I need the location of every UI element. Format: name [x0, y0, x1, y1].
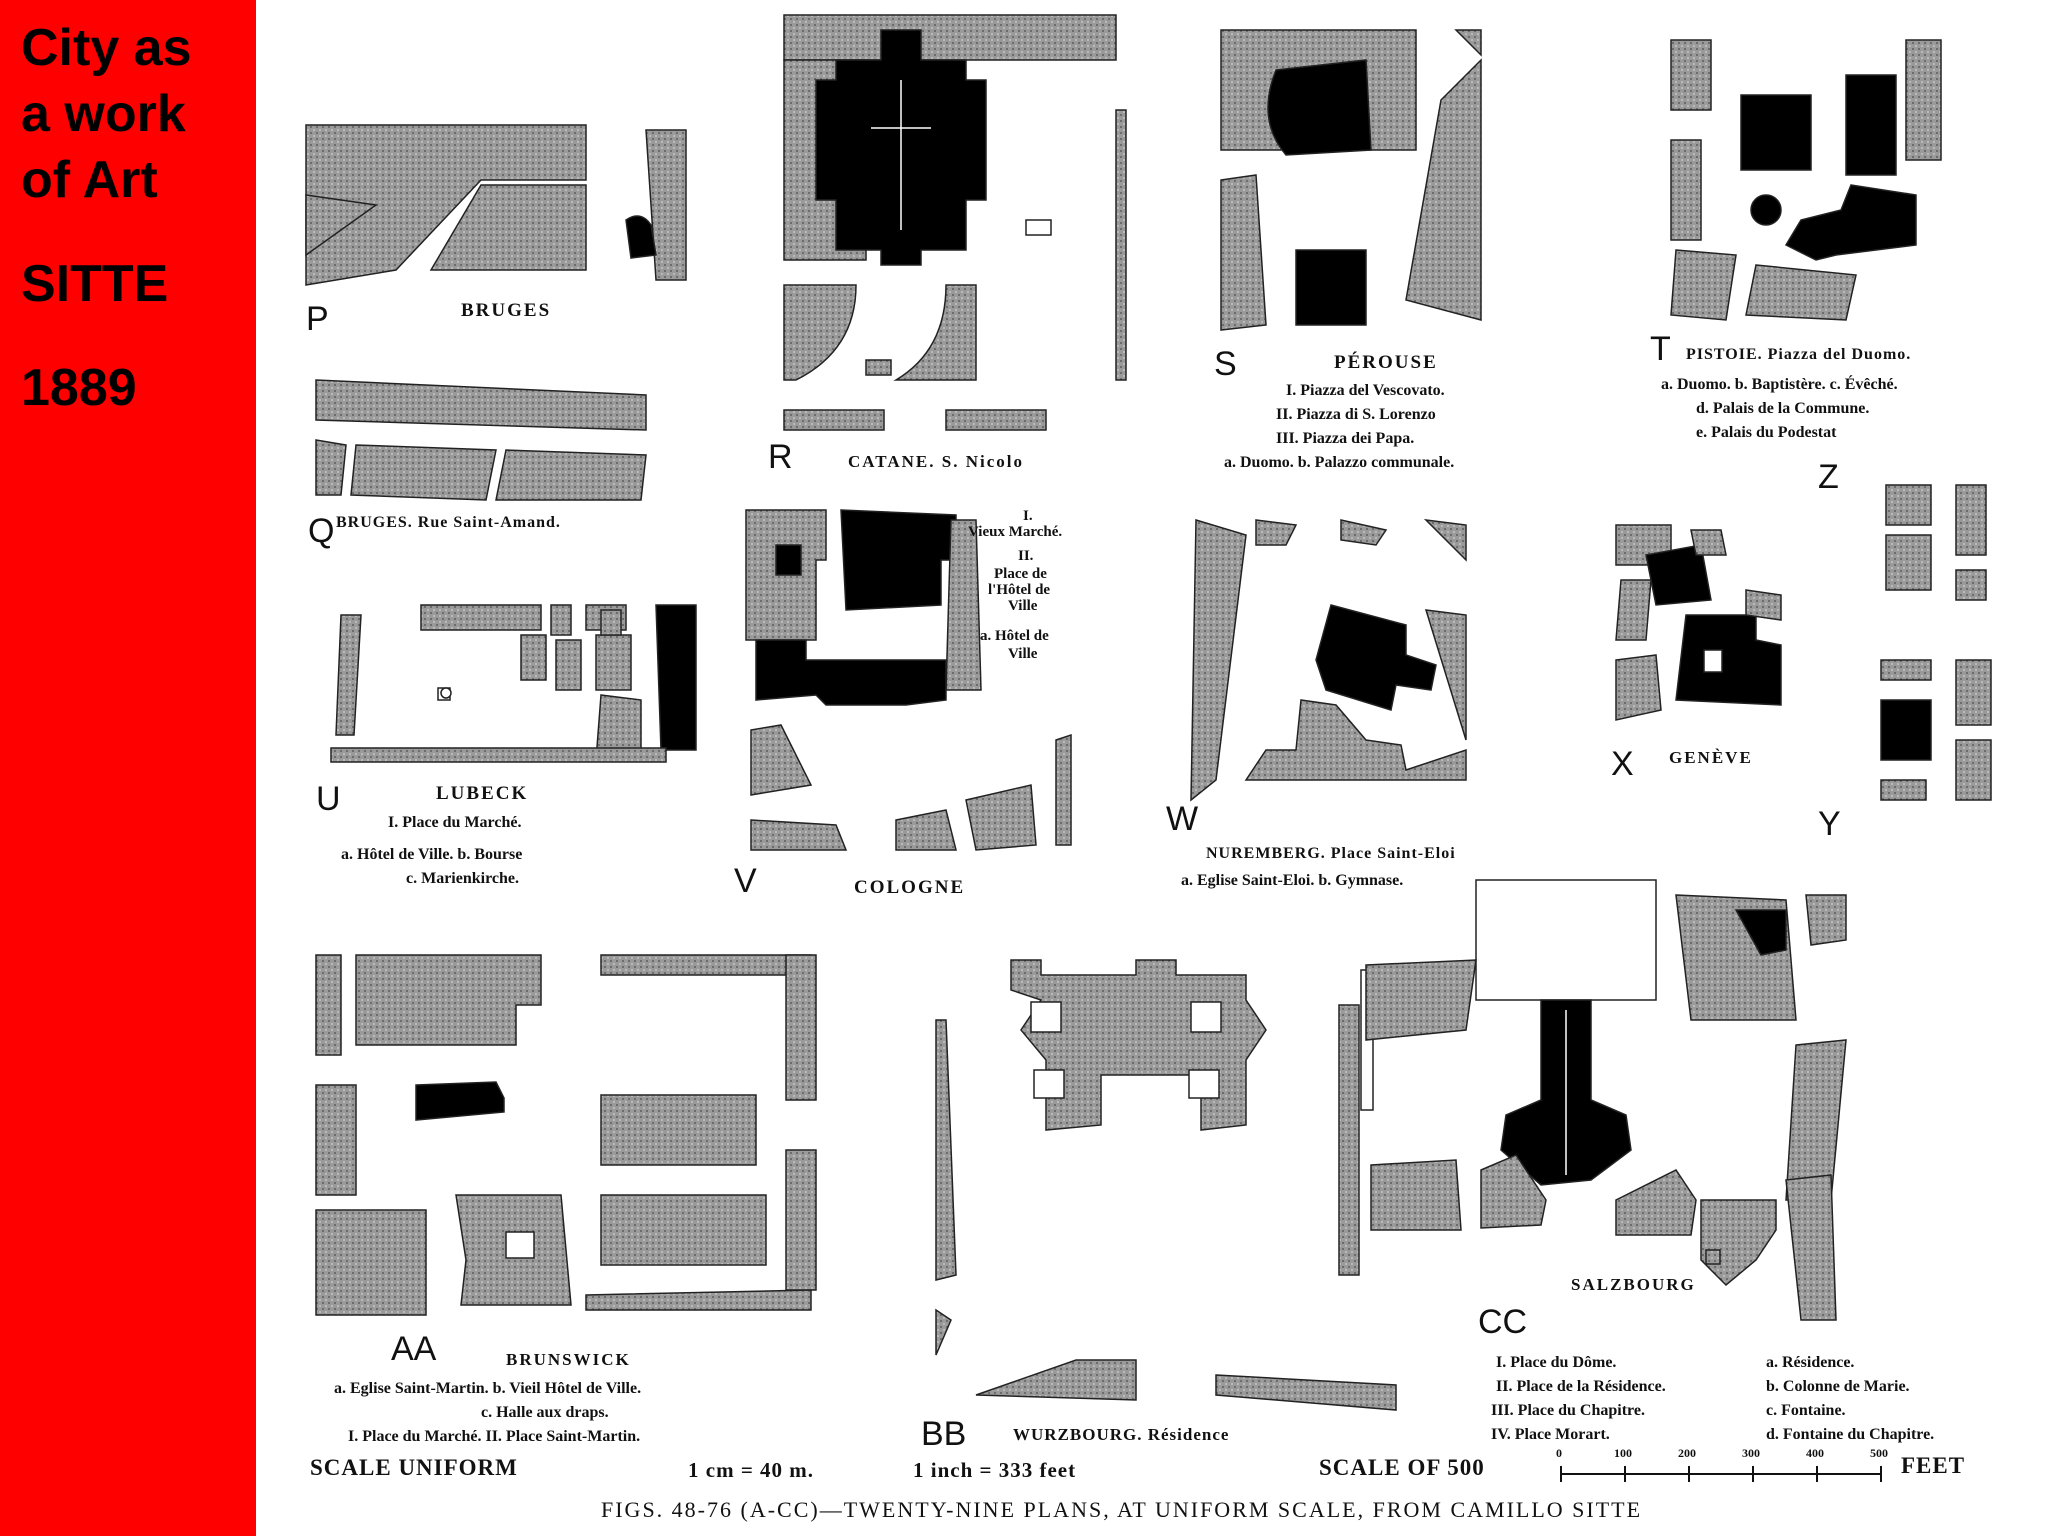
scale-uniform-label: SCALE UNIFORM: [310, 1455, 518, 1480]
plan-q-map: [315, 379, 647, 501]
plan-cc-legend-4: IV. Place Morart.: [1491, 1426, 1610, 1443]
plan-cc-legend-2: II. Place de la Résidence.: [1496, 1378, 1666, 1395]
plan-t-map: [1670, 39, 1942, 321]
plan-v-letter: V: [734, 862, 757, 900]
plan-t-legend-3: e. Palais du Podestat: [1696, 424, 1837, 441]
plan-v-legend-4: Place de: [994, 566, 1047, 582]
plan-u-legend-3: c. Marienkirche.: [406, 870, 520, 887]
plan-u-legend-1: I. Place du Marché.: [388, 814, 522, 831]
plan-u-letter: U: [316, 780, 341, 818]
plan-bb-map: [935, 959, 1397, 1411]
plan-cc-legend-7: c. Fontaine.: [1766, 1402, 1846, 1419]
scale-tick-400: 400: [1806, 1446, 1824, 1460]
author-label: SITTE: [21, 255, 169, 313]
plan-v-map: [745, 509, 1072, 851]
plan-x-letter: X: [1611, 745, 1634, 783]
plan-u-map: [330, 604, 697, 763]
scale-metric-label: 1 cm = 40 m.: [688, 1458, 815, 1482]
plan-s-legend-2: II. Piazza di S. Lorenzo: [1276, 406, 1436, 423]
scale-bar-label: SCALE OF 500: [1319, 1455, 1485, 1480]
title-line-1: City as: [21, 19, 192, 77]
year-label: 1889: [21, 359, 137, 417]
plan-q-name: BRUGES. Rue Saint-Amand.: [336, 514, 561, 531]
plan-v-legend-6: Ville: [1008, 598, 1038, 614]
plan-cc-legend-6: b. Colonne de Marie.: [1766, 1378, 1910, 1395]
plan-t-name: PISTOIE. Piazza del Duomo.: [1686, 346, 1912, 363]
plan-v-legend-3: II.: [1018, 548, 1034, 564]
figure-caption: FIGS. 48-76 (A-CC)—TWENTY-NINE PLANS, AT…: [601, 1497, 1643, 1522]
plan-aa-map: [315, 954, 817, 1316]
scale-tick-100: 100: [1614, 1446, 1632, 1460]
plan-v-legend-1: I.: [1023, 508, 1033, 524]
plans-drawing: [305, 14, 1992, 1482]
plan-r-letter: R: [768, 438, 793, 476]
plan-cc-letter: CC: [1478, 1303, 1528, 1341]
plan-y-map: [1880, 659, 1992, 801]
plans-plate: P Q R S T Z U V W X Y AA BB CC BRUGES BR…: [256, 0, 2048, 1536]
plan-cc-legend-8: d. Fontaine du Chapitre.: [1766, 1426, 1935, 1443]
scale-tick-500: 500: [1870, 1446, 1888, 1460]
plan-s-map: [1220, 29, 1482, 331]
plan-s-legend-1: I. Piazza del Vescovato.: [1286, 382, 1445, 399]
plan-u-name: LUBECK: [436, 783, 529, 804]
plan-t-letter: T: [1650, 330, 1671, 368]
plan-aa-legend-2: c. Halle aux draps.: [481, 1404, 609, 1421]
scale-bar: [1560, 1466, 1882, 1482]
plan-w-legend-1: a. Eglise Saint-Eloi. b. Gymnase.: [1181, 872, 1404, 889]
plan-aa-legend-1: a. Eglise Saint-Martin. b. Vieil Hôtel d…: [334, 1380, 642, 1397]
plan-cc-name: SALZBOURG: [1571, 1275, 1696, 1294]
plan-bb-name: WURZBOURG. Résidence: [1013, 1425, 1230, 1444]
plan-aa-legend-3: I. Place du Marché. II. Place Saint-Mart…: [348, 1428, 641, 1445]
plan-w-map: [1190, 518, 1467, 802]
plan-x-map: [1615, 524, 1782, 721]
scale-tick-200: 200: [1678, 1446, 1696, 1460]
plan-v-name: COLOGNE: [854, 877, 966, 898]
plan-aa-name: BRUNSWICK: [506, 1350, 631, 1369]
plan-bb-letter: BB: [921, 1415, 967, 1453]
plan-s-legend-4: a. Duomo. b. Palazzo communale.: [1224, 454, 1455, 471]
plan-x-name: GENÈVE: [1669, 748, 1753, 767]
scale-tick-0: 0: [1556, 1446, 1562, 1460]
plan-s-letter: S: [1214, 345, 1237, 383]
plan-t-legend-1: a. Duomo. b. Baptistère. c. Évêché.: [1661, 376, 1898, 393]
plan-u-legend-2: a. Hôtel de Ville. b. Bourse: [341, 846, 523, 863]
plan-p-name: BRUGES: [461, 300, 552, 321]
plan-r-name: CATANE. S. Nicolo: [848, 452, 1024, 471]
plan-w-name: NUREMBERG. Place Saint-Eloi: [1206, 845, 1456, 862]
plan-q-letter: Q: [308, 512, 335, 550]
scale-unit-label: FEET: [1901, 1453, 1966, 1478]
plan-cc-legend-5: a. Résidence.: [1766, 1354, 1855, 1371]
title-line-3: of Art: [21, 151, 158, 209]
scale-tick-300: 300: [1742, 1446, 1760, 1460]
title-line-2: a work: [21, 85, 186, 143]
scale-imperial-label: 1 inch = 333 feet: [913, 1458, 1077, 1482]
plan-aa-letter: AA: [391, 1330, 437, 1368]
plan-v-legend-7: a. Hôtel de: [980, 628, 1049, 644]
plan-v-legend-8: Ville: [1008, 646, 1038, 662]
plan-z-letter: Z: [1818, 458, 1839, 496]
plan-cc-legend-3: III. Place du Chapitre.: [1491, 1402, 1645, 1419]
plan-r-map: [783, 14, 1127, 431]
plan-s-name: PÉROUSE: [1334, 352, 1438, 373]
plan-p-map: [305, 124, 687, 286]
plan-v-legend-2: Vieux Marché.: [968, 524, 1063, 540]
plan-t-legend-2: d. Palais de la Commune.: [1696, 400, 1870, 417]
plan-s-legend-3: III. Piazza dei Papa.: [1276, 430, 1415, 447]
plan-cc-map: [1365, 879, 1847, 1321]
plan-p-letter: P: [306, 300, 329, 338]
plan-y-letter: Y: [1818, 805, 1841, 843]
plan-cc-legend-1: I. Place du Dôme.: [1496, 1354, 1617, 1371]
plan-w-letter: W: [1166, 800, 1199, 838]
plan-z-map: [1885, 484, 1987, 601]
plan-v-legend-5: l'Hôtel de: [988, 582, 1051, 598]
title-sidebar: City as a work of Art SITTE 1889: [0, 0, 256, 1536]
